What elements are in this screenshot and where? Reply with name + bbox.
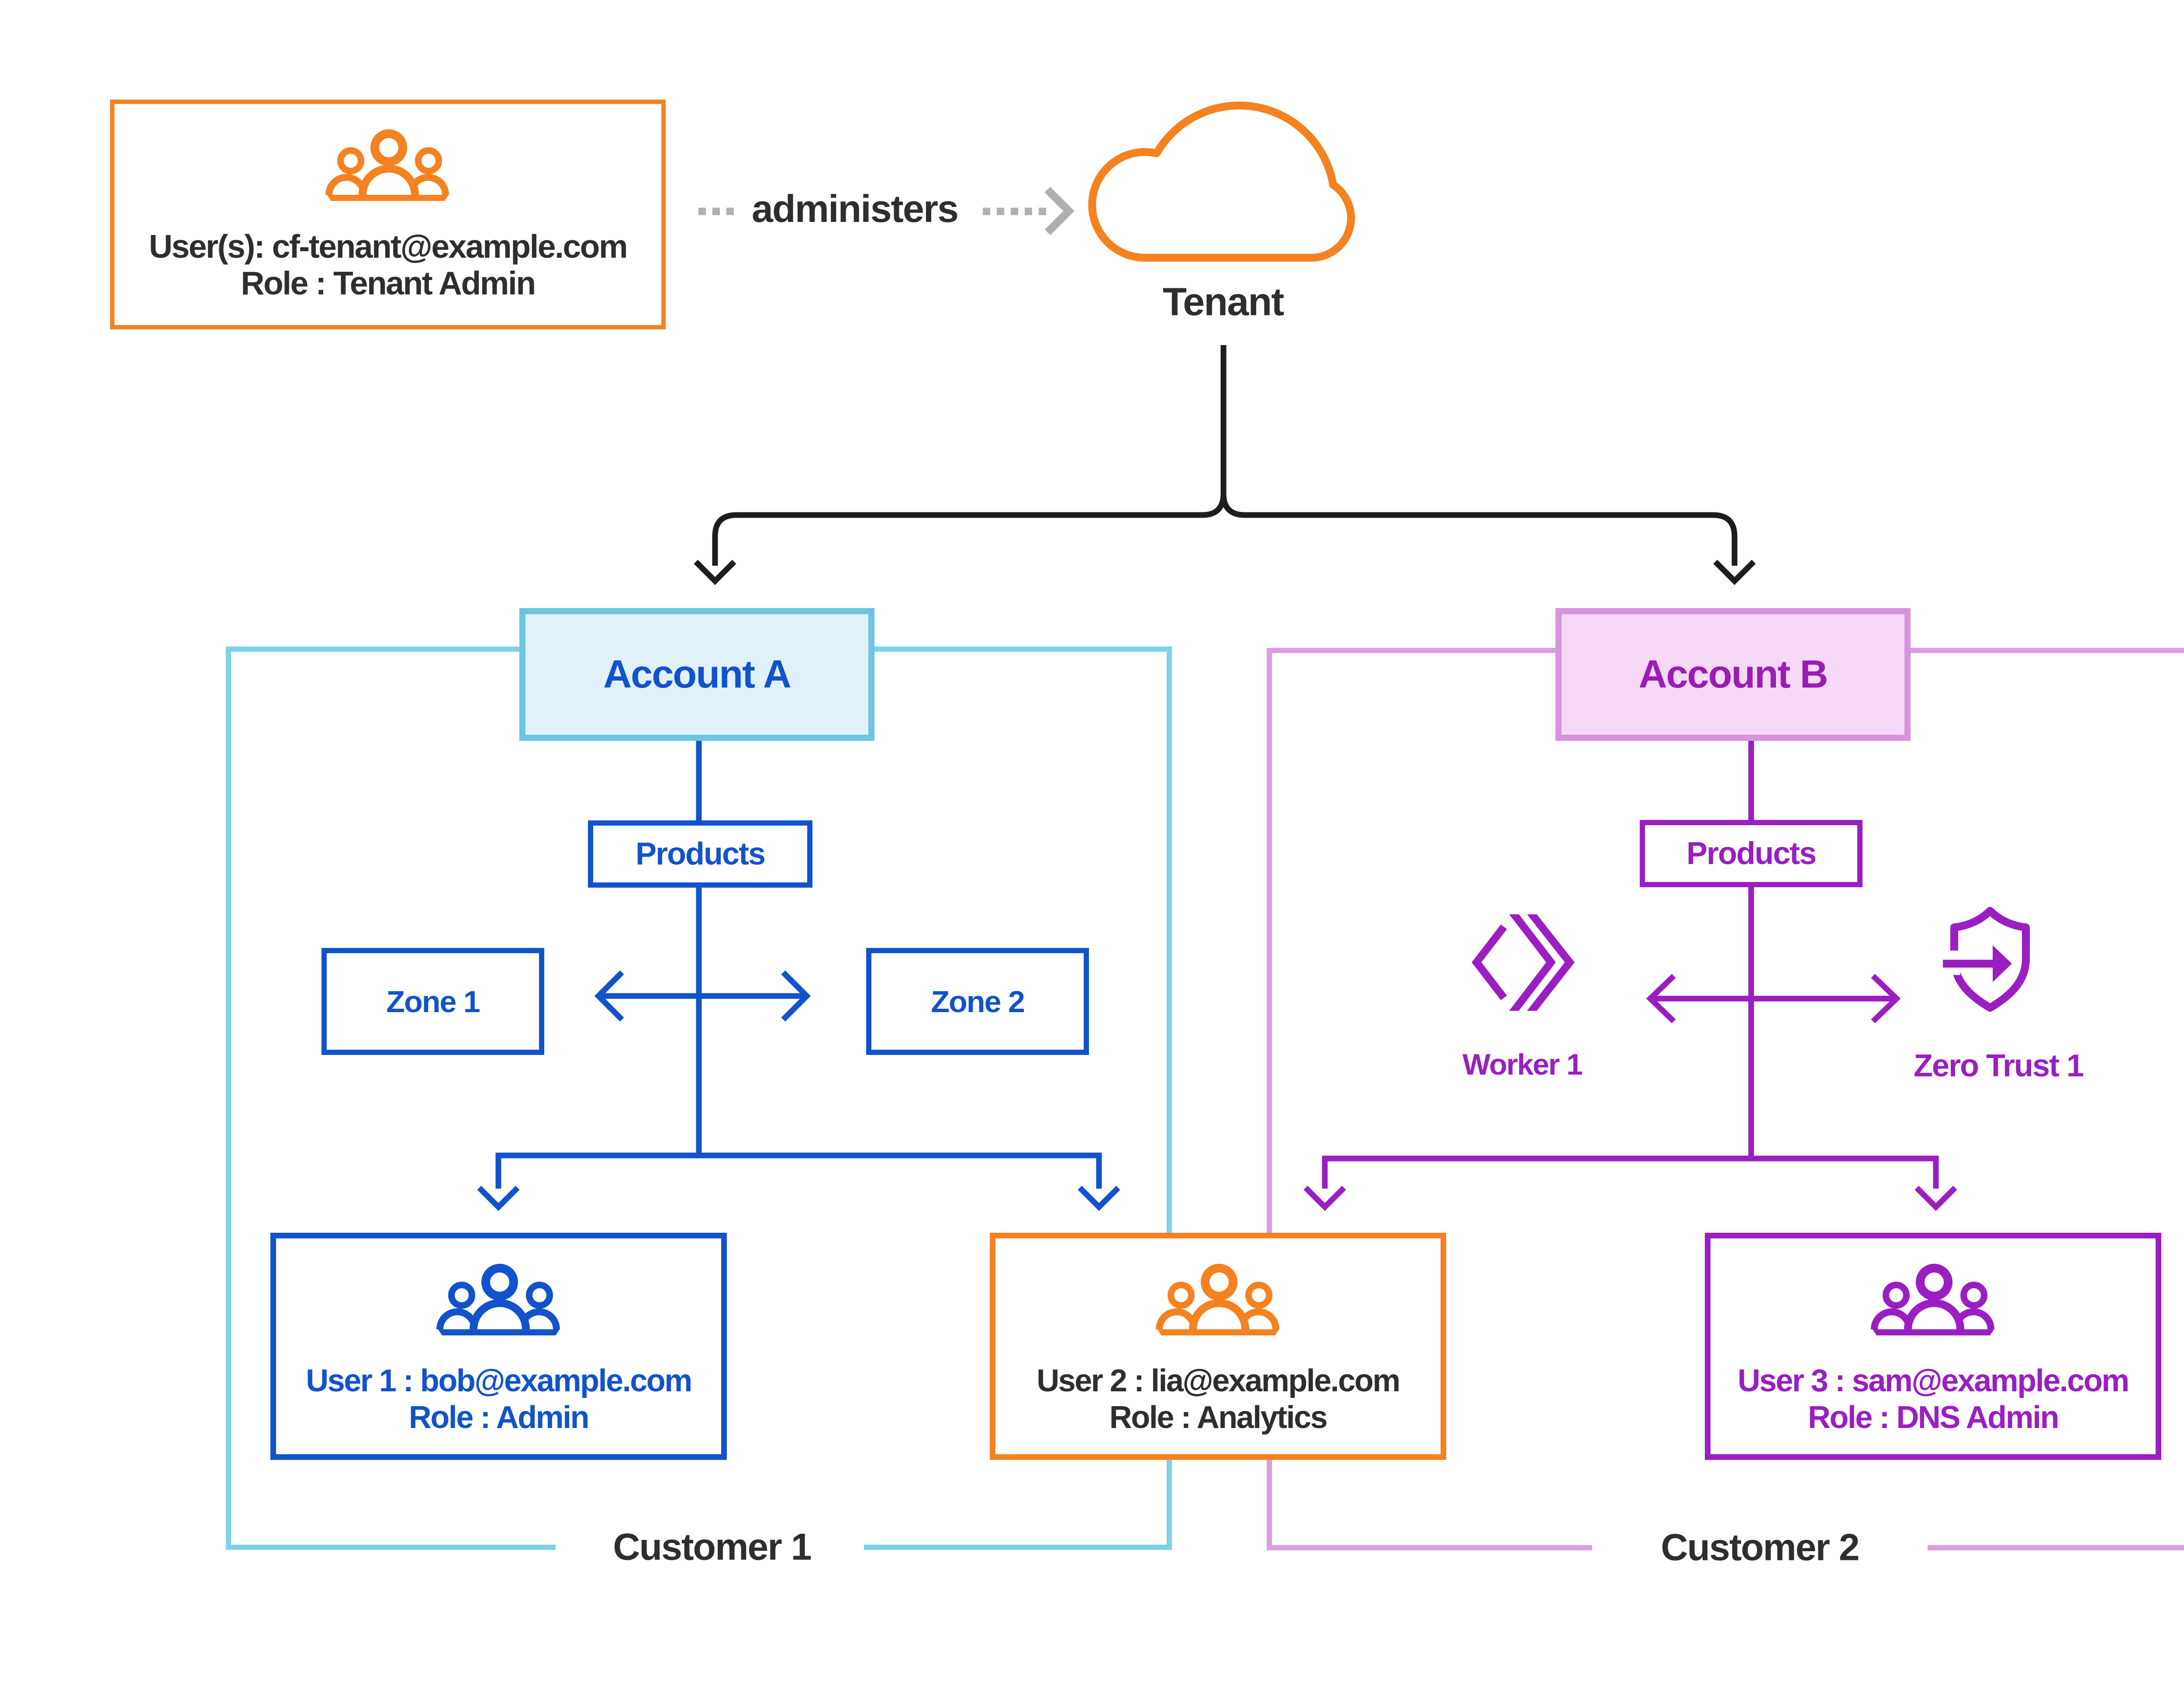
user-3-identity-line: User 3 : sam@example.com — [1738, 1363, 2129, 1398]
arrowhead-to-account-a — [694, 560, 736, 585]
account-b-products-label: Products — [1686, 836, 1817, 871]
customer-1-label: Customer 1 — [613, 1526, 812, 1568]
arrowhead-to-user2-blue — [1078, 1186, 1120, 1211]
arrowhead-to-worker — [1646, 974, 1676, 1024]
zero-trust-shield-icon — [1943, 907, 2030, 1012]
zone-1-label: Zone 1 — [386, 984, 480, 1019]
user-1-role-line: Role : Admin — [408, 1400, 590, 1435]
workers-icon — [1472, 914, 1575, 1011]
worker-label: Worker 1 — [1462, 1048, 1583, 1081]
arrowhead-to-user2-purple — [1303, 1186, 1346, 1211]
cloud-icon — [1088, 101, 1355, 262]
account-a-connectors — [477, 738, 1120, 1211]
tenant-admin-role-line: Role : Tenant Admin — [241, 265, 536, 301]
arrowhead-to-zone2 — [781, 970, 811, 1022]
tenant-label: Tenant — [1162, 280, 1284, 324]
account-a-box: Account A — [519, 608, 874, 741]
tenant-split-connector — [694, 345, 1756, 585]
zone-1-box: Zone 1 — [321, 948, 544, 1055]
arrowhead-to-zerotrust — [1871, 974, 1901, 1024]
administers-arrowhead — [1044, 187, 1075, 235]
user-2-role-line: Role : Analytics — [1109, 1400, 1328, 1435]
arrowhead-to-zone1 — [594, 970, 624, 1022]
user-1-box: User 1 : bob@example.com Role : Admin — [270, 1233, 727, 1460]
user-3-box: User 3 : sam@example.com Role : DNS Admi… — [1705, 1233, 2161, 1460]
zero-trust-label: Zero Trust 1 — [1913, 1048, 2084, 1083]
user-2-box: User 2 : lia@example.com Role : Analytic… — [990, 1233, 1446, 1460]
zone-2-box: Zone 2 — [866, 948, 1089, 1055]
account-b-products-box: Products — [1640, 820, 1863, 887]
administers-label: administers — [752, 187, 959, 230]
customer-2-label: Customer 2 — [1661, 1526, 1859, 1569]
tenant-admin-users-line: User(s): cf-tenant@example.com — [149, 228, 628, 265]
account-b-title: Account B — [1638, 652, 1828, 696]
account-a-products-label: Products — [635, 837, 766, 871]
people-icon — [325, 129, 449, 201]
user-1-identity-line: User 1 : bob@example.com — [306, 1363, 692, 1398]
arrowhead-to-user3 — [1914, 1186, 1957, 1211]
zone-2-label: Zone 2 — [931, 984, 1025, 1019]
people-icon — [1870, 1264, 1994, 1335]
people-icon — [1155, 1264, 1279, 1335]
account-a-title: Account A — [603, 652, 791, 696]
account-a-products-box: Products — [588, 820, 812, 888]
user-3-role-line: Role : DNS Admin — [1807, 1400, 2060, 1435]
arrowhead-to-user1 — [477, 1186, 520, 1211]
people-icon — [436, 1264, 560, 1335]
account-b-connectors — [1303, 737, 1957, 1211]
user-2-identity-line: User 2 : lia@example.com — [1037, 1363, 1400, 1398]
tenant-admin-box: User(s): cf-tenant@example.com Role : Te… — [110, 100, 666, 329]
account-b-box: Account B — [1555, 608, 1911, 741]
arrowhead-to-account-b — [1713, 560, 1756, 585]
